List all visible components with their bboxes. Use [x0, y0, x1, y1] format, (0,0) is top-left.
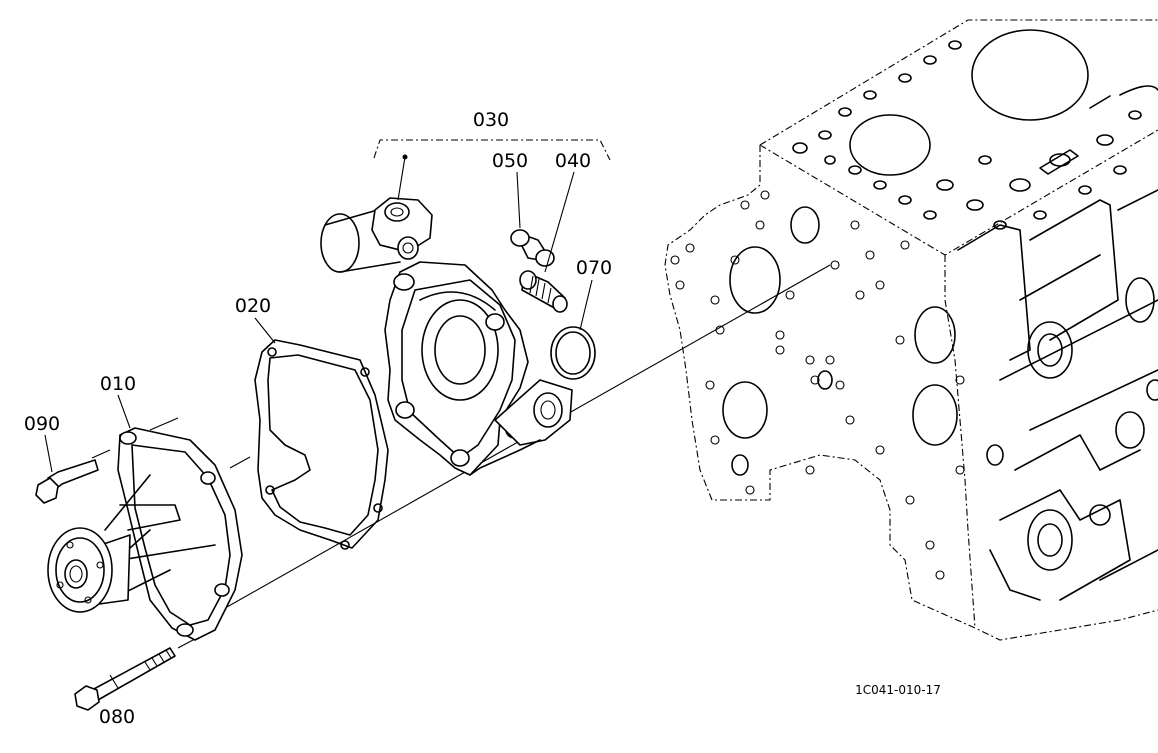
bolt-090	[35, 459, 99, 504]
label-090: 090	[24, 413, 60, 435]
water-pump-housing	[320, 197, 573, 476]
label-010: 010	[100, 373, 136, 395]
label-050: 050	[492, 150, 528, 172]
water-pump-010	[47, 427, 243, 641]
fitting-040	[519, 270, 568, 313]
engine-block	[664, 19, 1158, 641]
label-070: 070	[576, 257, 612, 279]
pipe-050	[510, 229, 555, 267]
bolt-080	[74, 647, 176, 711]
label-030: 030	[473, 109, 509, 131]
label-020: 020	[235, 295, 271, 317]
o-ring-070	[550, 326, 596, 380]
leader-lines	[44, 139, 611, 689]
label-080: 080	[99, 706, 135, 728]
drawing-code: 1C041-010-17	[855, 683, 941, 697]
label-040: 040	[555, 150, 591, 172]
gasket-020	[254, 339, 389, 550]
